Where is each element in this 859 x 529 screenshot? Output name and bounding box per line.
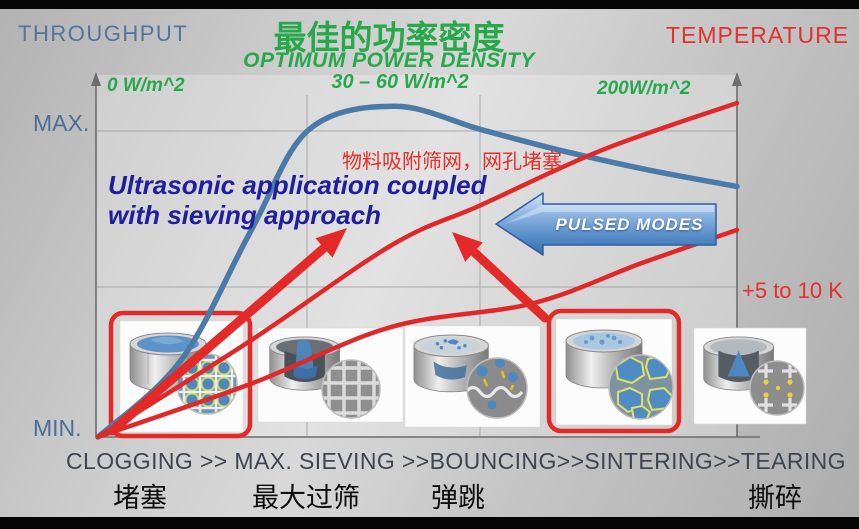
annotation-arrow-2-head	[452, 232, 483, 262]
stage-image-tearing	[693, 327, 807, 425]
slide-title-zh: 最佳的功率密度	[273, 19, 505, 56]
annotation-arrows	[107, 228, 550, 436]
temp-rise-label: +5 to 10 K	[742, 278, 843, 303]
highlight-box-clogging	[108, 310, 253, 439]
y-max-label: MAX.	[33, 110, 90, 136]
temperature-axis-title: TEMPERATURE	[666, 22, 850, 48]
pulsed-modes-arrow	[495, 192, 717, 256]
stage-images	[119, 318, 807, 433]
stage-image-max-sieving	[257, 327, 404, 423]
stage-zh-bouncing: 弹跳	[431, 483, 485, 513]
top-black-bar	[0, 0, 859, 9]
temperature-continuous-curve	[95, 100, 740, 440]
stage-image-bouncing	[404, 325, 541, 428]
inset-clean-mesh	[322, 360, 380, 418]
annotation-arrow-1-head	[315, 228, 347, 258]
optimum-power-density-label: OPTIMUM POWER DENSITY	[243, 49, 535, 72]
stage-zh-tearing: 撕碎	[748, 483, 802, 513]
annotation-arrow-2-shaft	[469, 247, 550, 323]
left-axis-arrowhead	[91, 72, 101, 86]
stage-zh-clogging: 堵塞	[113, 483, 167, 513]
bottom-black-bar	[0, 517, 859, 529]
throughput-curve	[95, 103, 740, 440]
stage-zh-max-sieving: 最大过筛	[252, 483, 360, 513]
mesh-clogging-note-zh: 物料吸附筛网，网孔堵塞	[342, 151, 562, 173]
right-axis-arrowhead	[732, 72, 742, 86]
annotation-arrow-1-shaft	[107, 243, 329, 436]
throughput-axis-title: THROUGHPUT	[18, 21, 189, 46]
pulsed-modes-label: PULSED MODES	[555, 215, 704, 234]
ultrasonic-note-line1: Ultrasonic application coupled	[108, 170, 487, 200]
y-min-label: MIN.	[33, 415, 82, 441]
temperature-pulsed-curve	[95, 227, 740, 440]
stage-image-sintering	[555, 318, 674, 426]
optimum-range-label: 30 – 60 W/m^2	[331, 71, 469, 93]
x-axis-stages-line: CLOGGING >> MAX. SIEVING >>BOUNCING>>SIN…	[66, 448, 846, 474]
power-0-label: 0 W/m^2	[107, 75, 185, 96]
highlight-box-sintering	[546, 308, 682, 434]
power-200-label: 200W/m^2	[597, 78, 691, 99]
ultrasonic-note-line2: with sieving approach	[108, 200, 382, 230]
